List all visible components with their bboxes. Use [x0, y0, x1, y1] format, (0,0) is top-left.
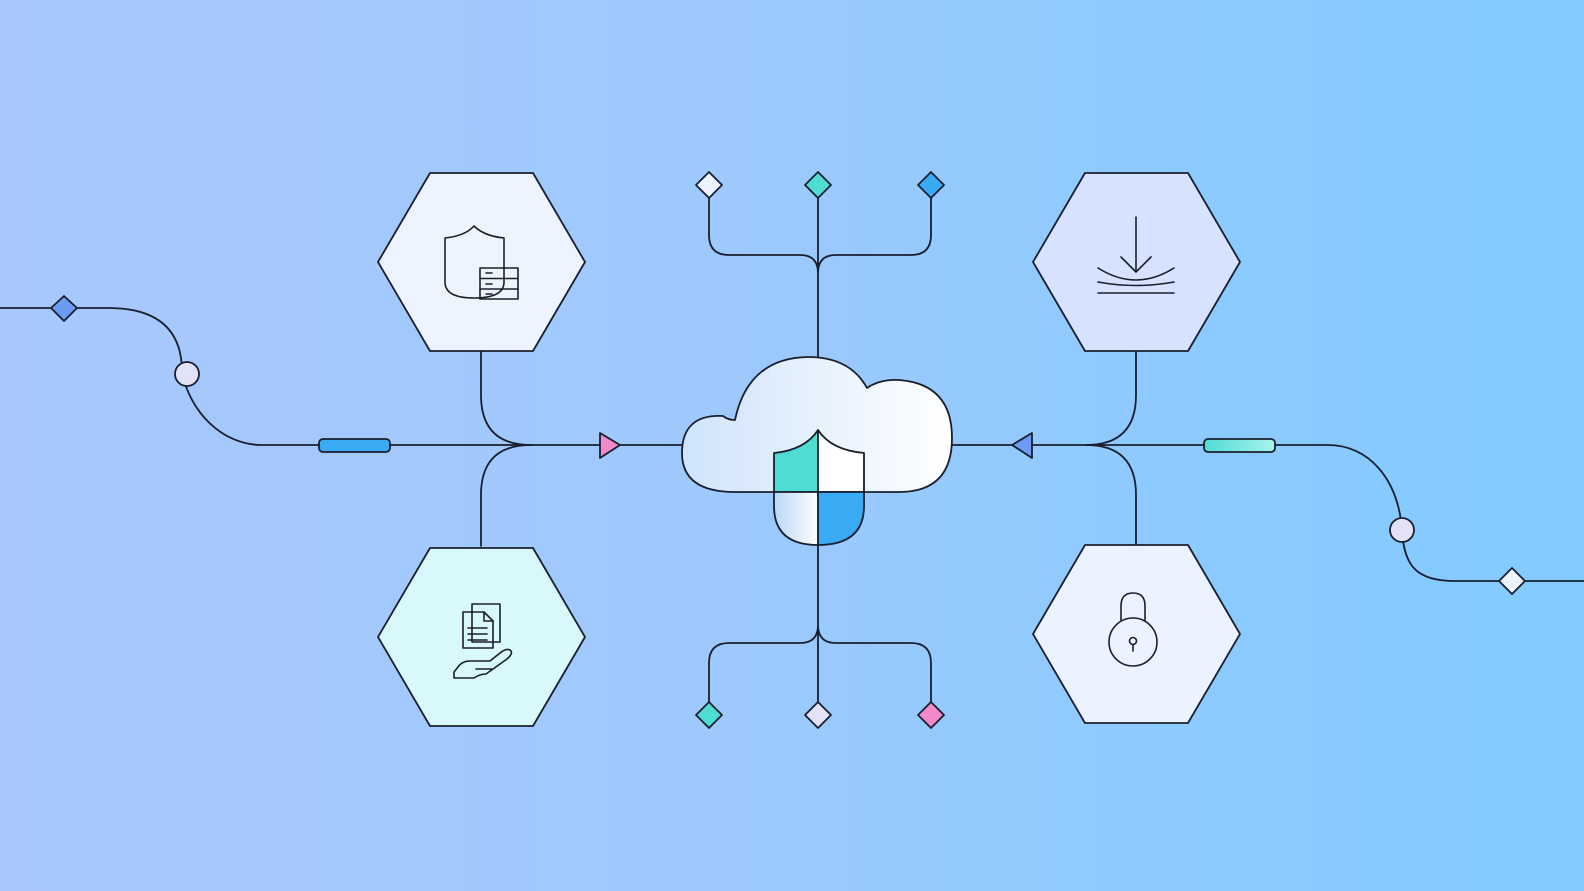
left-diamond-marker: [50, 295, 78, 322]
bottom-terminal-center: [804, 701, 832, 729]
left-node-circle: [174, 361, 200, 387]
top-terminal-right: [917, 171, 945, 199]
left-arrow-triangle: [599, 432, 621, 459]
right-arrow-triangle: [1011, 432, 1033, 459]
left-bottom-branch: [480, 444, 532, 547]
left-blue-handle: [318, 438, 391, 453]
top-terminal-center: [804, 171, 832, 199]
padlock-icon: [1108, 592, 1158, 667]
hexagon-security-server: [377, 172, 586, 352]
hexagon-lock: [1032, 544, 1241, 724]
right-teal-handle: [1203, 438, 1276, 453]
hexagon-document-sharing: [377, 547, 586, 727]
left-top-branch: [480, 350, 532, 446]
top-tree-lines: [708, 197, 932, 359]
right-bottom-branch: [1085, 444, 1137, 547]
top-terminal-left: [695, 171, 723, 199]
shield-server-icon: [444, 225, 519, 300]
bottom-tree-lines: [708, 539, 932, 703]
cloud-shield-icon: [681, 356, 953, 546]
right-top-branch: [1085, 350, 1137, 446]
right-diamond-marker: [1498, 567, 1526, 595]
bottom-terminal-left: [695, 701, 723, 729]
bottom-terminal-right: [917, 701, 945, 729]
document-hand-icon: [453, 603, 513, 679]
download-tray-icon: [1097, 216, 1175, 294]
right-node-circle: [1389, 517, 1415, 543]
